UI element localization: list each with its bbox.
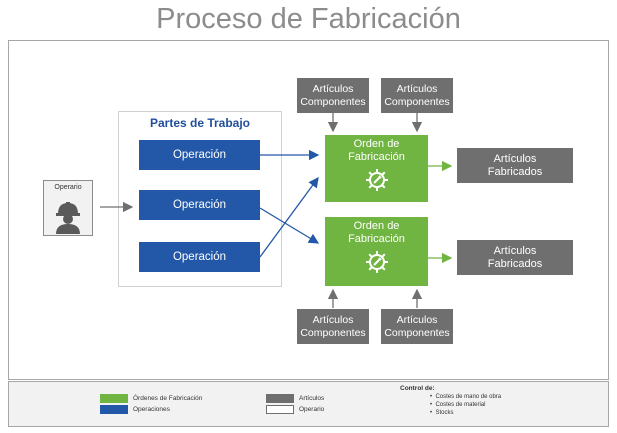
- articulos-line1: Artículos: [396, 82, 438, 95]
- legend-control-title: Control de:: [400, 385, 435, 392]
- articulos-componentes-box: Artículos Componentes: [381, 78, 453, 113]
- worker-icon: [56, 202, 80, 234]
- operacion-box: Operación: [139, 242, 260, 272]
- articulos-line2: Componentes: [300, 326, 366, 339]
- articulos-line1: Artículos: [312, 82, 354, 95]
- orden-line2: Fabricación: [348, 233, 405, 245]
- orden-line2: Fabricación: [348, 151, 405, 163]
- operacion-arrows: [259, 149, 320, 258]
- articulos-line1: Artículos: [312, 313, 354, 326]
- operacion-label: Operación: [172, 251, 227, 263]
- legend-swatch-ordenes: [100, 394, 128, 403]
- page-title: Proceso de Fabricación: [156, 3, 461, 35]
- fabricados-line1: Artículos: [493, 152, 537, 165]
- fabricados-line2: Fabricados: [487, 257, 543, 270]
- fabricados-line1: Artículos: [493, 244, 537, 257]
- operacion-box: Operación: [139, 190, 260, 220]
- legend-swatch-articulos: [266, 394, 294, 403]
- legend-label-operario: Operario: [299, 406, 325, 413]
- gear-wrench-icon: [365, 251, 388, 273]
- articulos-line2: Componentes: [384, 95, 450, 108]
- legend-control-item: • Costes de material: [430, 402, 486, 408]
- articulos-fabricados-box: Artículos Fabricados: [457, 148, 573, 183]
- operario-box: Operario: [43, 180, 93, 236]
- legend-label-ordenes: Órdenes de Fabricación: [133, 395, 203, 402]
- operacion-label: Operación: [172, 199, 227, 211]
- legend-swatch-operario: [266, 405, 294, 414]
- legend-swatch-operaciones: [100, 405, 128, 414]
- legend-control-item: • Stocks: [430, 410, 454, 416]
- legend-panel: [8, 381, 609, 427]
- articulos-line2: Componentes: [384, 326, 450, 339]
- articulos-componentes-box: Artículos Componentes: [381, 309, 453, 344]
- articulos-componentes-box: Artículos Componentes: [297, 78, 369, 113]
- fabricados-line2: Fabricados: [487, 165, 543, 178]
- legend-control-item-text: Stocks: [435, 410, 454, 416]
- orden-line1: Orden de: [353, 220, 400, 232]
- legend-label-articulos: Artículos: [299, 395, 325, 402]
- articulos-componentes-box: Artículos Componentes: [297, 309, 369, 344]
- operacion-box: Operación: [139, 140, 260, 170]
- legend-control-list: • Costes de mano de obra • Costes de mat…: [430, 393, 501, 417]
- partes-title: Partes de Trabajo: [149, 116, 251, 130]
- orden-fabricacion-box: Orden de Fabricación: [325, 135, 428, 202]
- operacion-label: Operación: [172, 149, 227, 161]
- gear-wrench-icon: [365, 169, 388, 191]
- legend-control-item-text: Costes de mano de obra: [435, 394, 502, 400]
- legend-control-item: • Costes de mano de obra: [430, 394, 502, 400]
- orden-fabricacion-box: Orden de Fabricación: [325, 217, 428, 286]
- operario-label: Operario: [54, 184, 82, 191]
- fabricados-arrows: [428, 160, 453, 264]
- articulos-fabricados-box: Artículos Fabricados: [457, 240, 573, 275]
- articulos-line1: Artículos: [396, 313, 438, 326]
- legend-control-item-text: Costes de material: [435, 402, 486, 408]
- articulos-line2: Componentes: [300, 95, 366, 108]
- componentes-arrows: [327, 113, 423, 308]
- orden-line1: Orden de: [353, 138, 400, 150]
- legend-label-operaciones: Operaciones: [133, 406, 170, 413]
